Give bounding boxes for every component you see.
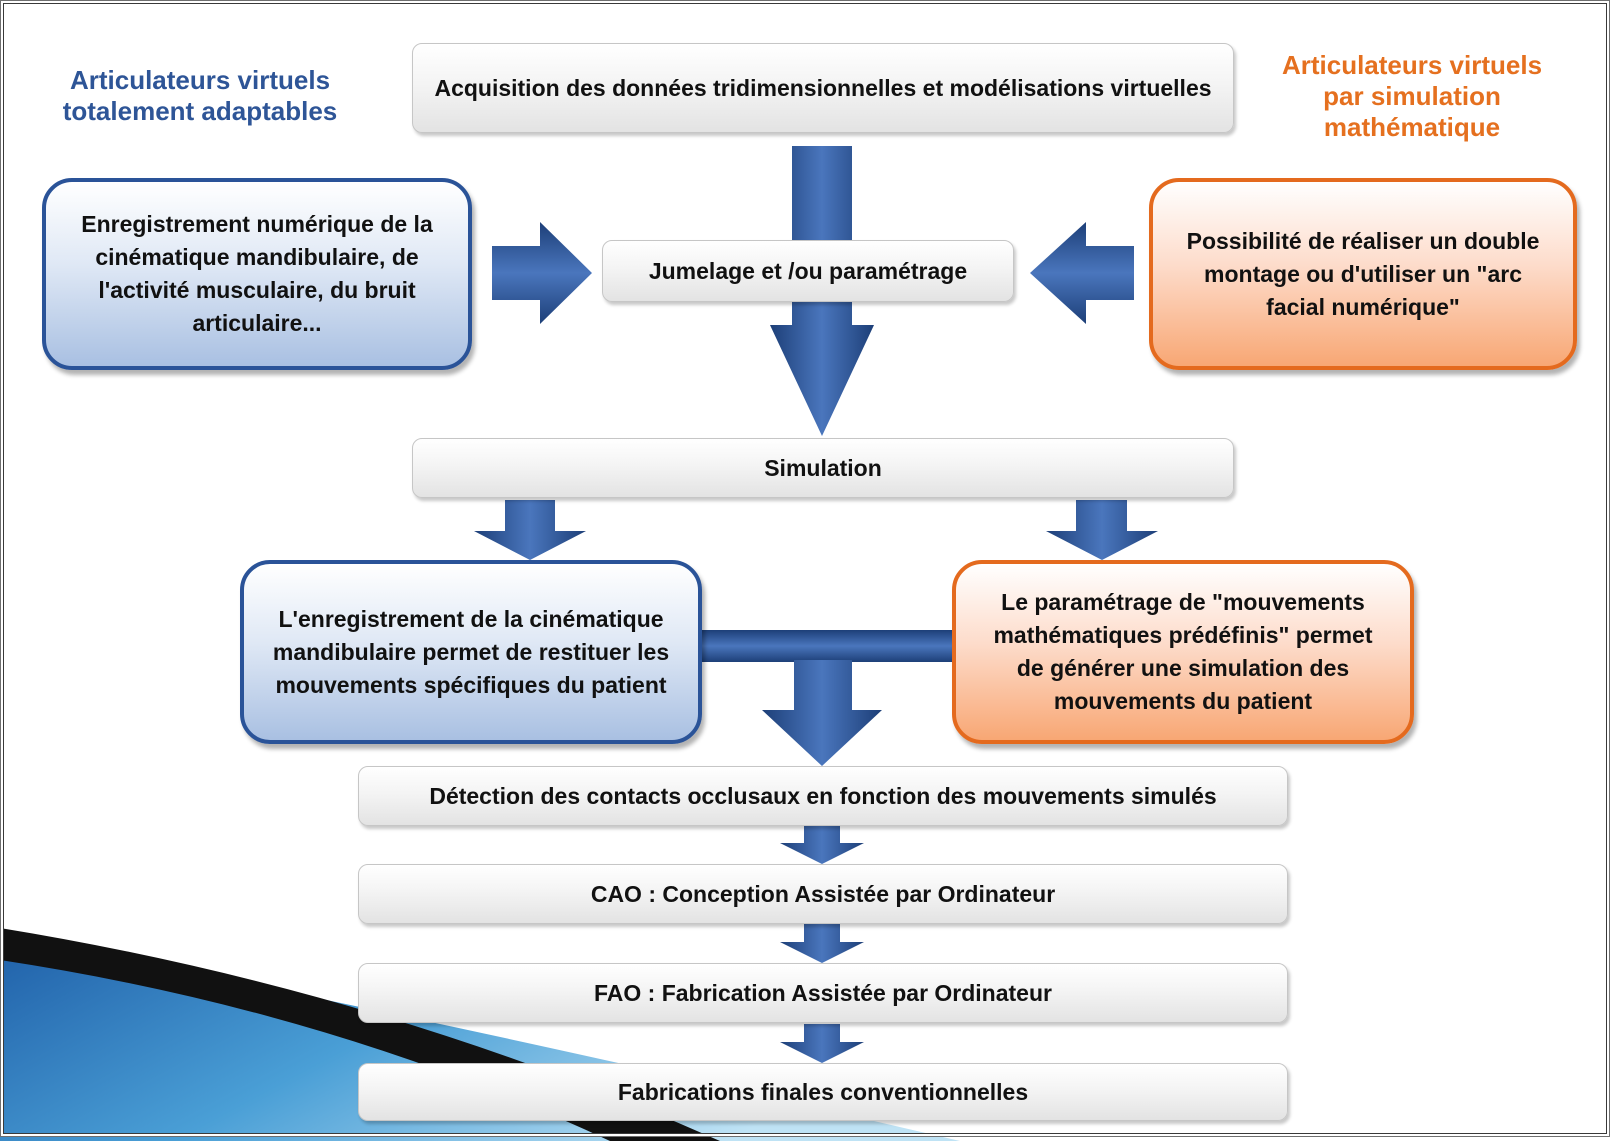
box-jumelage: Jumelage et /ou paramétrage xyxy=(602,240,1014,302)
arrow-fao-to-final xyxy=(780,1024,864,1063)
box-right-option: Possibilité de réaliser un double montag… xyxy=(1149,178,1577,370)
box-right-result: Le paramétrage de "mouvements mathématiq… xyxy=(952,560,1414,744)
arrow-left-into-jumelage xyxy=(492,222,592,324)
box-acquisition: Acquisition des données tridimensionnell… xyxy=(412,43,1234,133)
box-detection: Détection des contacts occlusaux en fonc… xyxy=(358,766,1288,826)
box-simulation: Simulation xyxy=(412,438,1234,498)
connector-results xyxy=(700,630,952,662)
box-left-result: L'enregistrement de la cinématique mandi… xyxy=(240,560,702,744)
arrow-detection-to-cao xyxy=(780,825,864,864)
right-title: Articulateurs virtuels par simulation ma… xyxy=(1281,50,1543,142)
arrow-sim-to-right xyxy=(1046,500,1158,560)
left-title: Articulateurs virtuels totalement adapta… xyxy=(62,65,338,126)
box-cao: CAO : Conception Assistée par Ordinateur xyxy=(358,864,1288,924)
box-final: Fabrications finales conventionnelles xyxy=(358,1063,1288,1121)
box-left-record: Enregistrement numérique de la cinématiq… xyxy=(42,178,472,370)
box-fao: FAO : Fabrication Assistée par Ordinateu… xyxy=(358,963,1288,1023)
arrow-merge-down xyxy=(762,660,882,766)
arrow-sim-to-left xyxy=(474,500,586,560)
arrow-cao-to-fao xyxy=(780,924,864,963)
arrow-right-into-jumelage xyxy=(1030,222,1134,324)
